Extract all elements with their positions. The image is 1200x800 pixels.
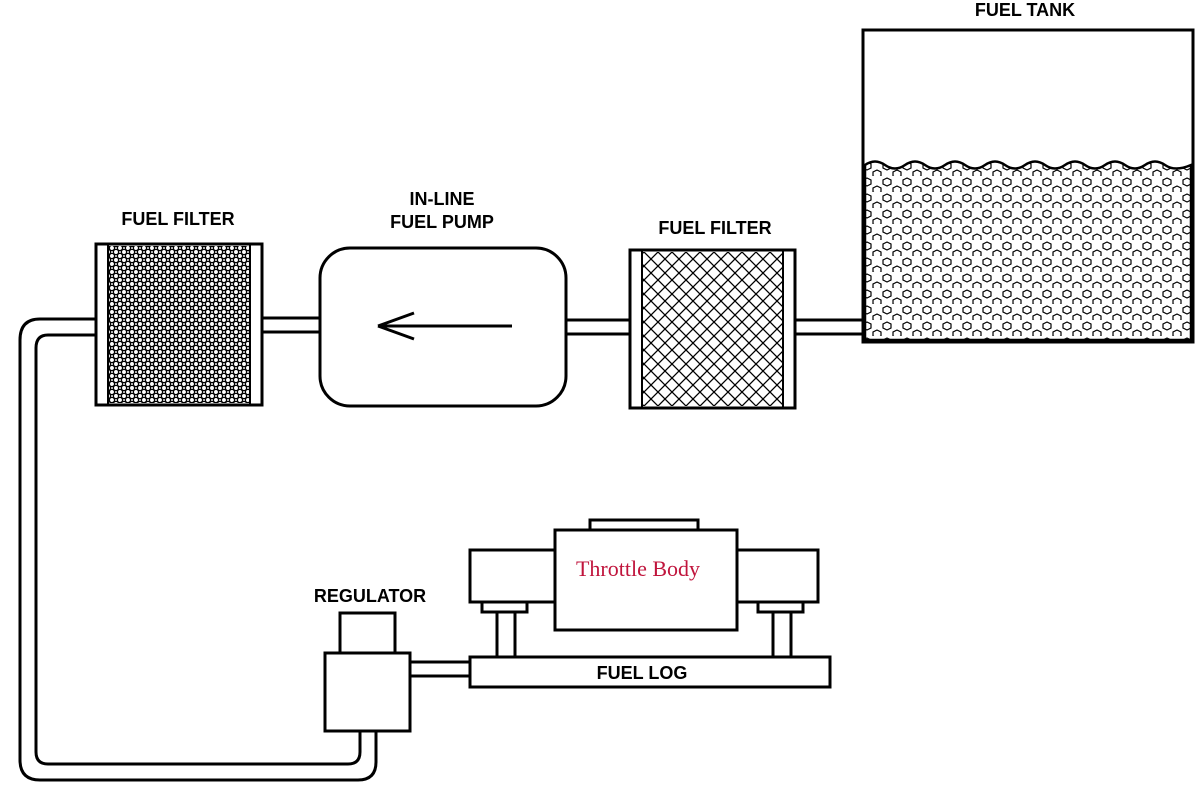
return-hose [18,317,378,782]
inline-fuel-pump [318,246,568,408]
throttle-body-label: Throttle Body [576,556,700,581]
fuel-filter-right-label: FUEL FILTER [658,218,771,238]
fuel-log-label: FUEL LOG [597,663,688,683]
fuel-tank [861,28,1195,344]
regulator-label: REGULATOR [314,586,426,606]
fuel-filter-left-label: FUEL FILTER [121,209,234,229]
fuel-filter-left [94,242,264,407]
pump-label-line1: IN-LINE [410,189,475,209]
fuel-filter-right [628,248,797,410]
fuel-lines [262,316,862,678]
regulator [323,611,412,733]
fuel-log [468,655,832,689]
throttle-body-assembly [468,518,820,660]
flow-direction-arrow-icon [377,311,512,341]
fuel-level-wave [863,160,1193,342]
fuel-tank-label: FUEL TANK [975,0,1075,20]
pump-label-line2: FUEL PUMP [390,212,494,232]
